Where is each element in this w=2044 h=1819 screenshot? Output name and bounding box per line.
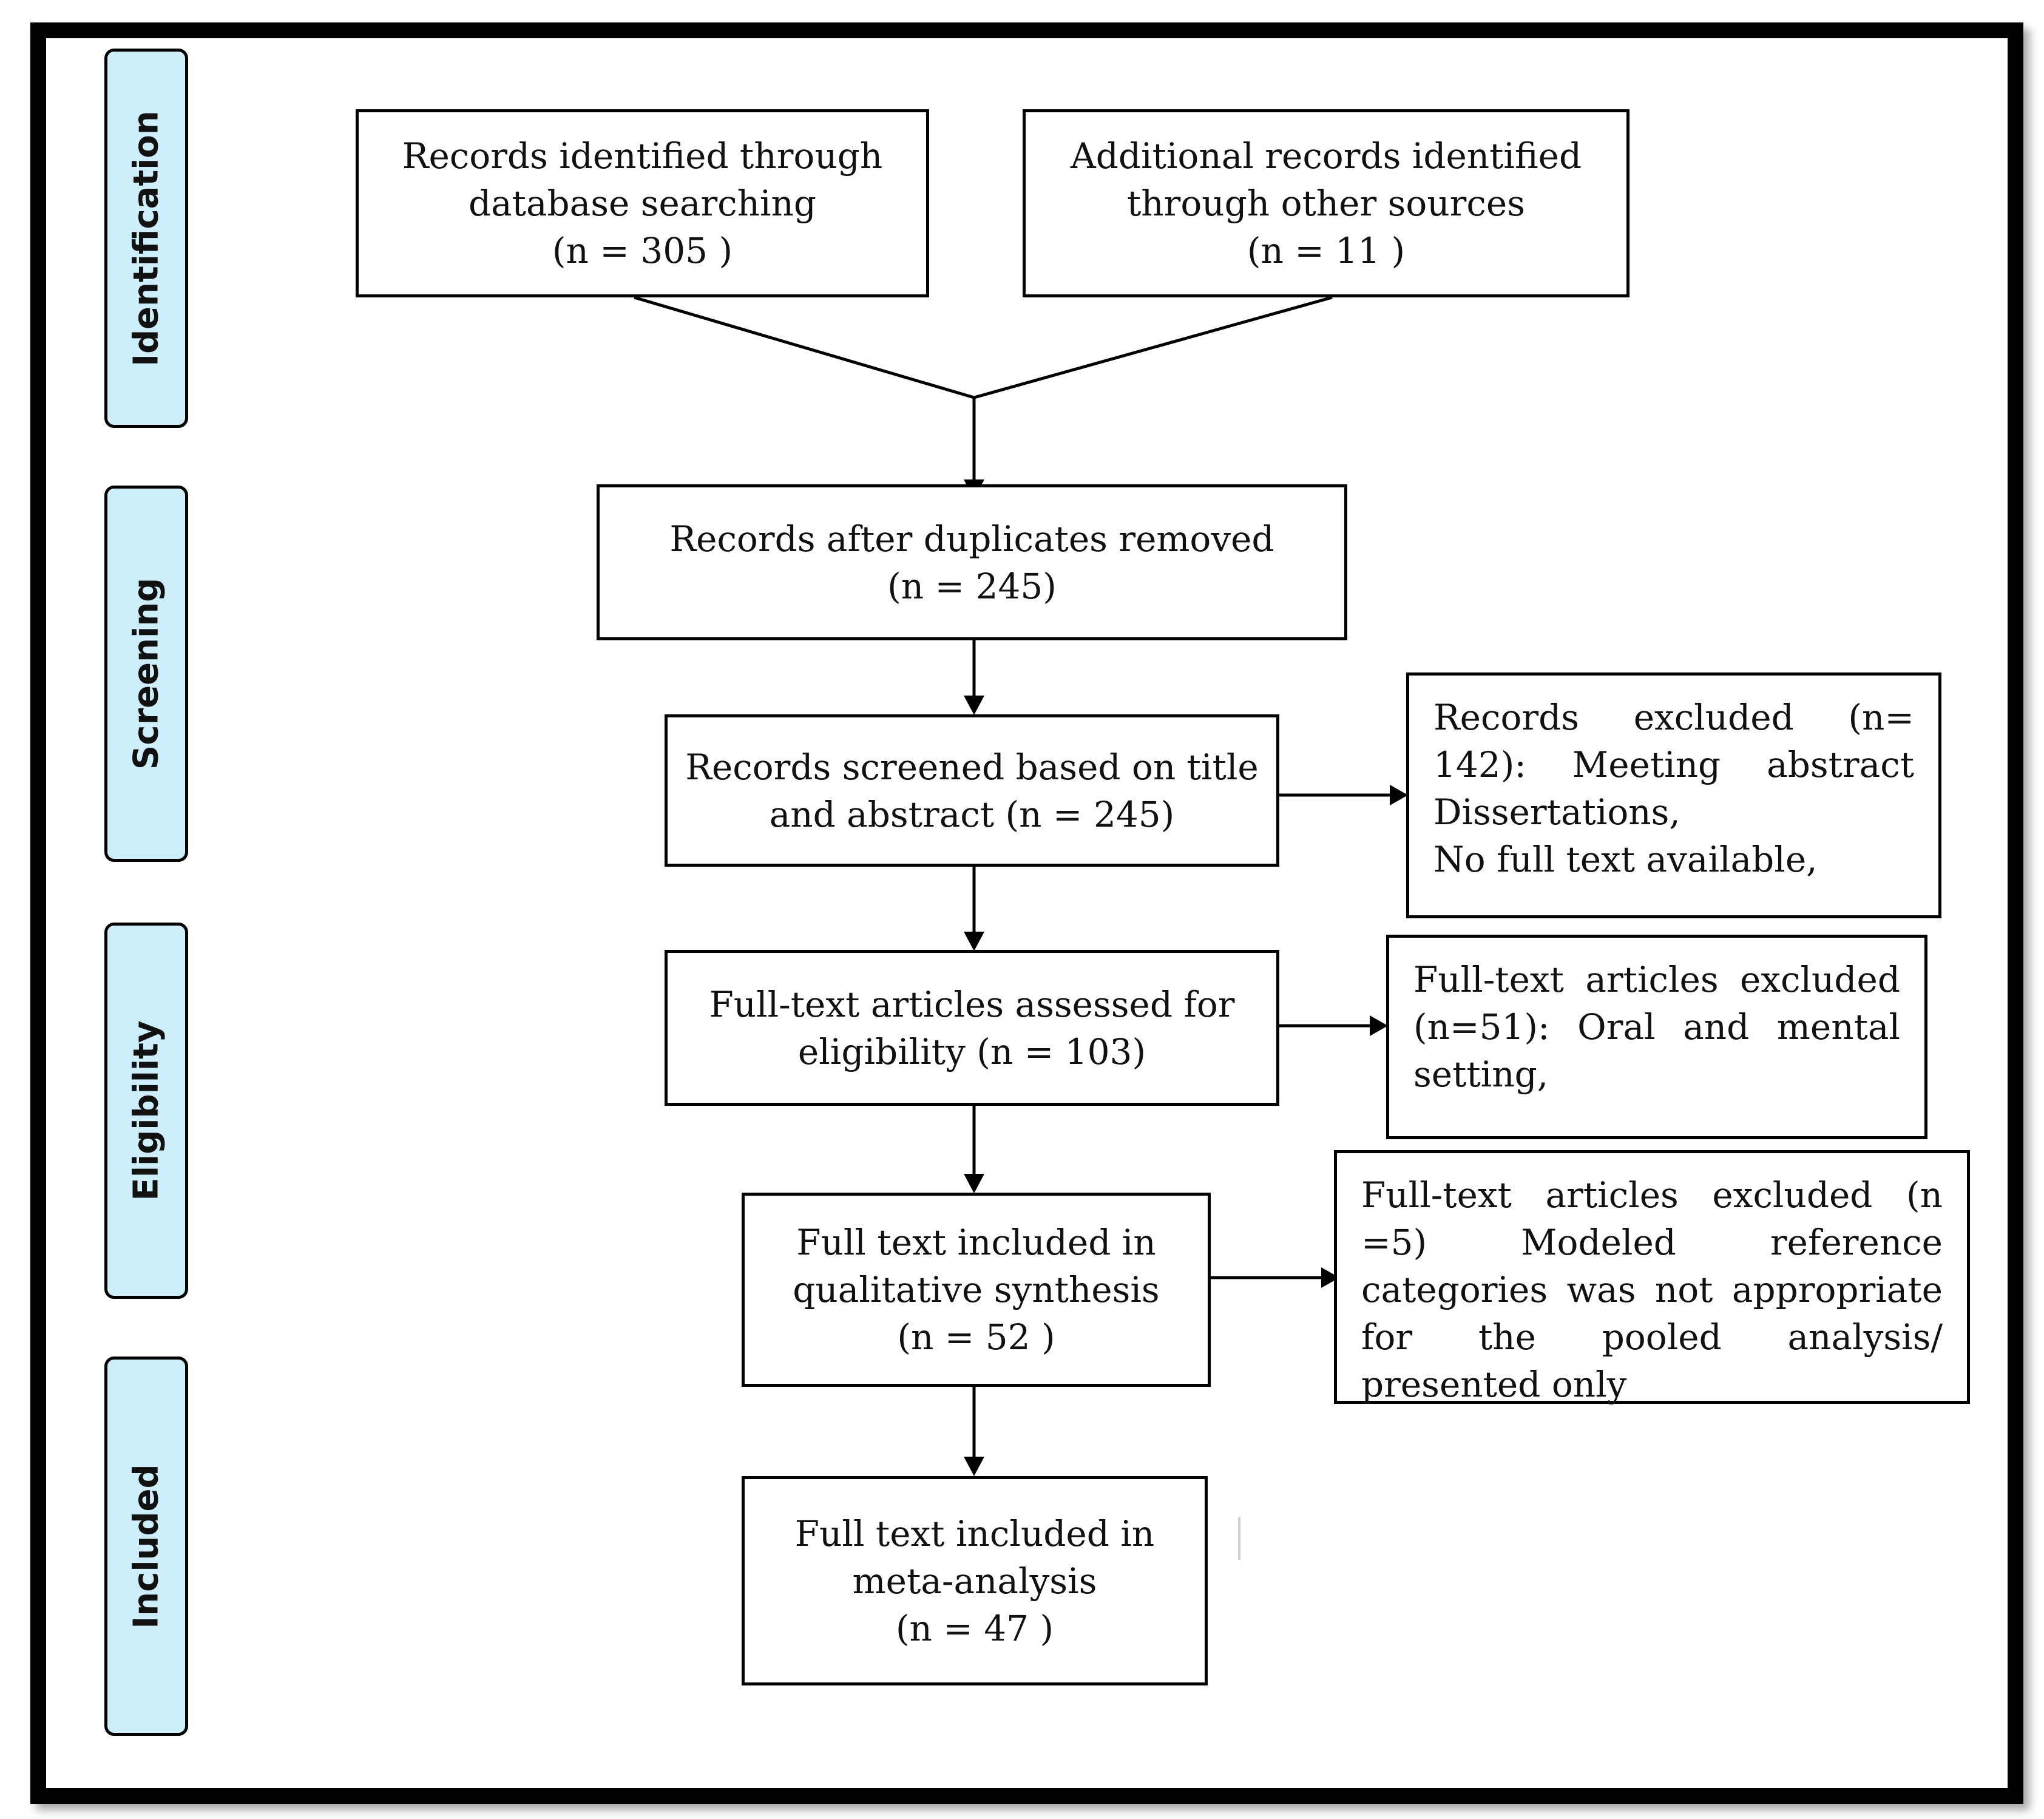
duplicates-removed-count: (n = 245) bbox=[887, 565, 1057, 607]
merge-line-left bbox=[634, 296, 975, 399]
qualitative-line2: qualitative synthesis bbox=[793, 1269, 1160, 1310]
meta-analysis-line2: meta-analysis bbox=[852, 1560, 1097, 1602]
arrowhead-fulltext-excluded bbox=[1370, 1015, 1388, 1036]
stage-eligibility: Eligibility bbox=[104, 923, 188, 1299]
other-sources-line1: Additional records identified bbox=[1070, 135, 1582, 177]
records-excluded-no-full-text: No full text available, bbox=[1433, 839, 1818, 880]
records-excluded-reasons: Records excluded (n= 142): Meeting abstr… bbox=[1433, 697, 1914, 833]
box-qualitative-synthesis: Full text included in qualitative synthe… bbox=[742, 1193, 1211, 1387]
box-duplicates-removed: Records after duplicates removed (n = 24… bbox=[597, 484, 1347, 640]
outer-frame bbox=[30, 22, 2023, 1804]
database-records-line1: Records identified through bbox=[402, 135, 883, 177]
records-screened-line2: and abstract (n = 245) bbox=[769, 793, 1175, 835]
other-sources-line2: through other sources bbox=[1127, 183, 1525, 224]
fulltext-assessed-line2: eligibility (n = 103) bbox=[797, 1031, 1146, 1072]
arrowhead-assessed bbox=[964, 932, 984, 951]
qualitative-line1: Full text included in bbox=[796, 1222, 1156, 1263]
other-sources-count: (n = 11 ) bbox=[1247, 230, 1406, 271]
meta-analysis-count: (n = 47 ) bbox=[895, 1607, 1054, 1649]
meta-analysis-line1: Full text included in bbox=[794, 1512, 1155, 1554]
arrowhead-meta bbox=[964, 1457, 984, 1476]
merge-line-right bbox=[973, 296, 1333, 399]
records-screened-line1: Records screened based on title bbox=[685, 746, 1259, 788]
box-fulltext-excluded: Full-text articles excluded (n=51): Oral… bbox=[1386, 935, 1927, 1139]
box-database-records: Records identified through database sear… bbox=[356, 109, 929, 297]
box-fulltext-assessed: Full-text articles assessed for eligibil… bbox=[665, 950, 1279, 1106]
box-other-sources: Additional records identified through ot… bbox=[1023, 109, 1629, 297]
arrowhead-qualitative bbox=[964, 1174, 984, 1193]
fulltext-assessed-line1: Full-text articles assessed for bbox=[709, 983, 1235, 1025]
stage-included: Included bbox=[104, 1357, 188, 1736]
qualitative-count: (n = 52 ) bbox=[897, 1316, 1055, 1358]
arrowhead-fulltext-excluded-5 bbox=[1321, 1267, 1339, 1288]
stray-mark bbox=[1238, 1517, 1240, 1560]
arrowhead-screened bbox=[964, 696, 984, 715]
box-fulltext-excluded-5: Full-text articles excluded (n =5) Model… bbox=[1334, 1150, 1970, 1405]
duplicates-removed-line1: Records after duplicates removed bbox=[669, 518, 1274, 560]
box-records-screened: Records screened based on title and abst… bbox=[665, 714, 1279, 867]
database-records-line2: database searching bbox=[468, 183, 817, 224]
stage-screening: Screening bbox=[104, 486, 188, 862]
box-meta-analysis: Full text included in meta-analysis (n =… bbox=[742, 1476, 1208, 1685]
box-records-excluded: Records excluded (n= 142): Meeting abstr… bbox=[1406, 672, 1941, 918]
fulltext-excluded-5-text: Full-text articles excluded (n =5) Model… bbox=[1361, 1174, 1943, 1405]
database-records-count: (n = 305 ) bbox=[552, 230, 733, 271]
stage-identification: Identification bbox=[104, 49, 188, 428]
arrowhead-records-excluded bbox=[1390, 785, 1408, 805]
fulltext-excluded-text: Full-text articles excluded (n=51): Oral… bbox=[1413, 959, 1900, 1095]
